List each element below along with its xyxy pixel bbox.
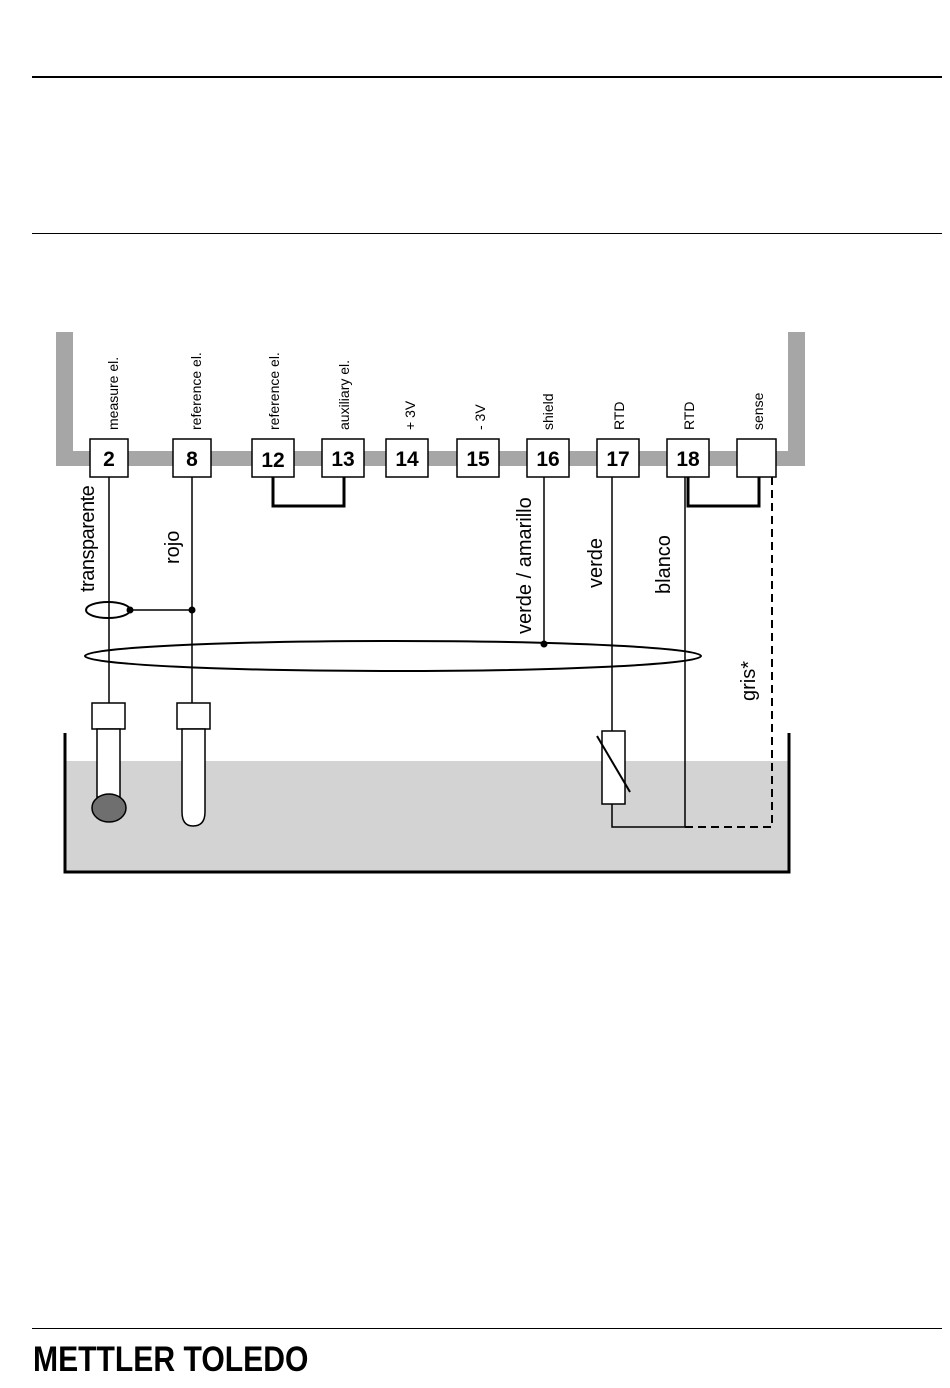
inner-shield-loop <box>86 602 130 618</box>
reference-electrode-body <box>182 729 205 826</box>
terminal-15-number: 15 <box>466 448 490 471</box>
wire-label-red: rojo <box>162 531 184 564</box>
terminal-15-label: - 3V <box>472 404 488 430</box>
terminal-8-label: reference el. <box>188 352 204 430</box>
terminal-8-number: 8 <box>186 448 198 471</box>
terminal-18-label: RTD <box>681 401 697 430</box>
measuring-electrode-bulb <box>92 794 126 822</box>
junction-dot-reference <box>189 607 196 614</box>
cable-shield-loop <box>85 641 701 671</box>
terminal-13-number: 13 <box>331 448 354 471</box>
wire-label-white: blanco <box>653 535 675 594</box>
terminal-labels: measure el. reference el. reference el. … <box>105 352 766 430</box>
wire-label-green-yellow: verde / amarillo <box>514 497 536 634</box>
measuring-electrode-head <box>92 703 125 729</box>
terminal-14-label: + 3V <box>402 400 418 430</box>
terminal-2-label: measure el. <box>105 357 121 430</box>
terminal-2-number: 2 <box>103 448 115 471</box>
terminal-13-label: auxiliary el. <box>336 360 352 430</box>
wire-label-transparent: transparente <box>77 485 99 592</box>
wire-labels: transparente rojo verde / amarillo verde… <box>77 485 760 701</box>
footer-rule <box>32 1328 942 1329</box>
header-rule-top <box>32 76 942 78</box>
jumper-18-sense <box>688 477 759 506</box>
terminal-17-number: 17 <box>606 448 629 471</box>
rtd-sensor <box>597 731 630 804</box>
header-rule-bottom <box>32 233 942 234</box>
wire-label-green: verde <box>585 538 607 588</box>
brand-logo: METTLER TOLEDO <box>33 1342 308 1377</box>
terminal-18-number: 18 <box>676 448 700 471</box>
terminal-sense-label: sense <box>750 392 766 430</box>
measuring-electrode-shaft <box>97 729 120 797</box>
measuring-liquid <box>65 761 789 872</box>
terminal-12-label: reference el. <box>266 352 282 430</box>
terminal-16-number: 16 <box>536 448 559 471</box>
reference-electrode-head <box>177 703 210 729</box>
housing-left-wall <box>56 332 73 466</box>
terminal-14-number: 14 <box>395 448 419 471</box>
reference-electrode <box>177 703 210 826</box>
terminal-17-label: RTD <box>611 401 627 430</box>
wiring-diagram: 2 8 12 13 14 15 16 17 18 measure el. ref… <box>0 320 950 900</box>
wire-label-gray: gris* <box>738 661 760 701</box>
terminal-12-number: 12 <box>261 449 284 472</box>
terminal-16-label: shield <box>540 393 556 430</box>
junction-dot-inner <box>127 607 134 614</box>
terminal-sense-box <box>737 439 776 477</box>
rtd-body <box>602 731 625 804</box>
housing-right-wall <box>788 332 805 466</box>
jumper-12-13 <box>273 477 344 506</box>
junction-dot-shield <box>541 641 548 648</box>
